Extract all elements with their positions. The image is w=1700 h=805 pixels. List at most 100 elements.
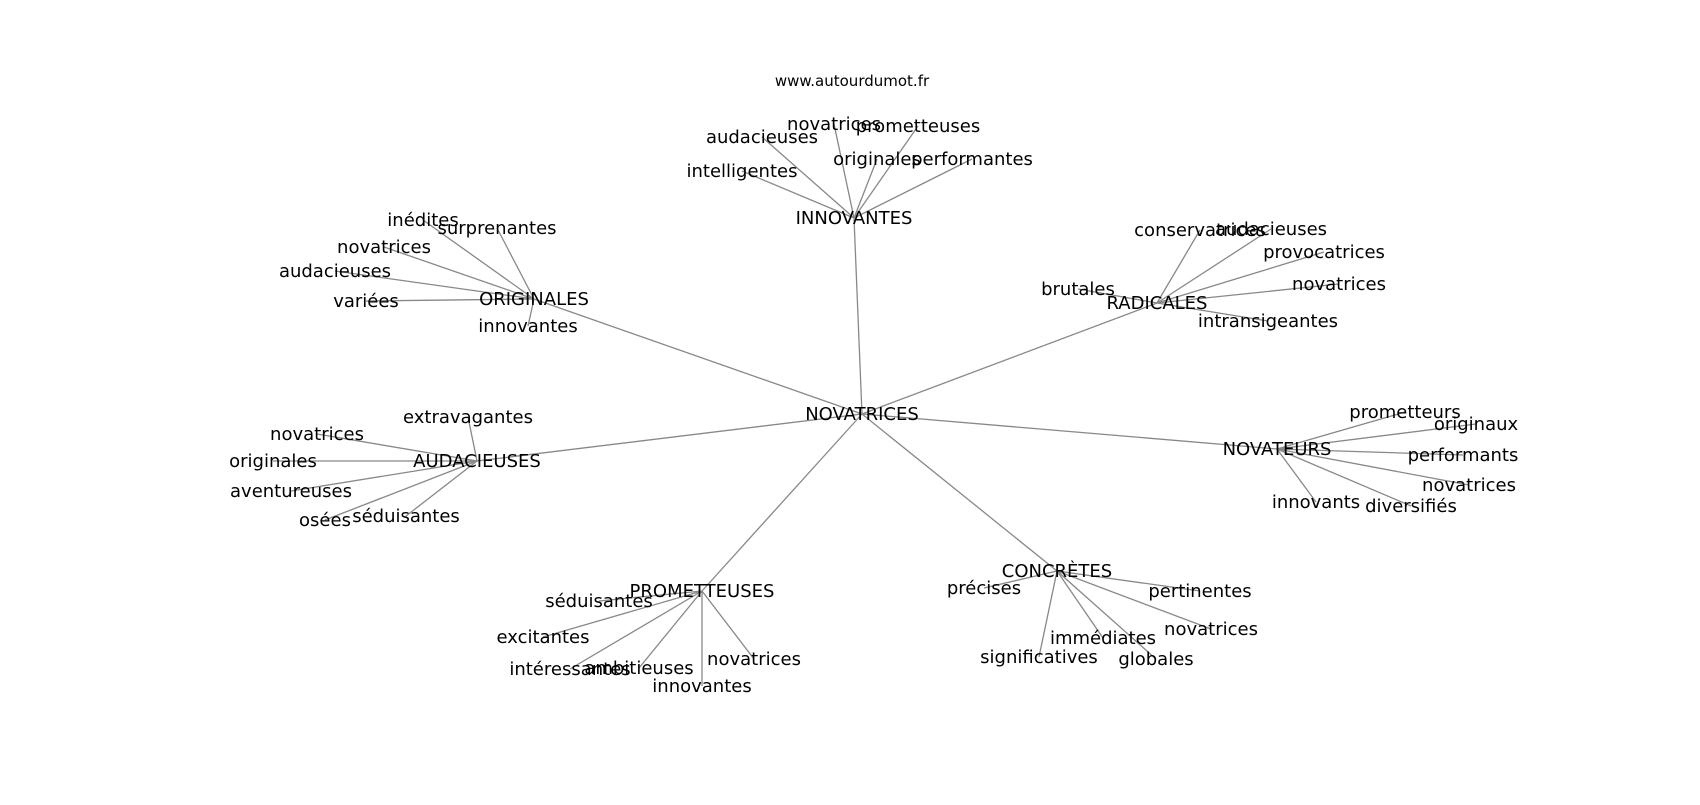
leaf-node-label: séduisantes	[352, 506, 460, 527]
leaf-node-label: osées	[299, 510, 351, 531]
edge-root-to-group	[853, 217, 863, 415]
edge-group-to-leaf	[324, 460, 478, 521]
leaf-node-label: performantes	[911, 149, 1033, 170]
group-node-label: CONCRÈTES	[1002, 560, 1112, 582]
leaf-node-label: variées	[333, 291, 399, 312]
group-node-label: NOVATEURS	[1223, 439, 1332, 460]
edge-group-to-leaf	[1056, 570, 1104, 639]
group-node-label: ORIGINALES	[479, 289, 589, 310]
edge-group-to-leaf	[1156, 229, 1201, 304]
edge-group-to-leaf	[598, 590, 703, 602]
edge-root-to-group	[533, 298, 863, 415]
edge-group-to-leaf	[833, 123, 855, 219]
edge-group-to-leaf	[983, 570, 1058, 589]
edges	[273, 123, 1477, 686]
group-node-label: PROMETTEUSES	[630, 581, 775, 602]
leaf-node-label: inédites	[387, 210, 458, 231]
edge-group-to-leaf	[405, 460, 478, 517]
leaf-node-label: globales	[1118, 649, 1193, 670]
leaf-node-label: novatrices	[707, 649, 801, 670]
leaf-node-label: audacieuses	[1215, 219, 1327, 240]
edge-group-to-leaf	[1077, 288, 1158, 304]
edge-group-to-leaf	[542, 590, 703, 638]
edge-root-to-group	[476, 413, 863, 462]
leaf-node-label: novatrices	[1164, 619, 1258, 640]
leaf-node-label: audacieuses	[279, 261, 391, 282]
edge-group-to-leaf	[334, 270, 535, 300]
edge-group-to-leaf	[761, 136, 855, 219]
edge-group-to-leaf	[1276, 448, 1464, 456]
leaf-node-label: novatrices	[787, 114, 881, 135]
edge-group-to-leaf	[1056, 570, 1157, 660]
leaf-node-label: innovants	[1272, 492, 1360, 513]
leaf-node-label: novatrices	[1422, 475, 1516, 496]
edge-group-to-leaf	[527, 298, 535, 327]
leaf-node-label: novatrices	[270, 424, 364, 445]
leaf-node-label: audacieuses	[706, 127, 818, 148]
edge-root-to-group	[861, 302, 1158, 415]
leaf-node-label: extravagantes	[403, 407, 533, 428]
leaf-node-label: pertinentes	[1148, 581, 1251, 602]
edge-group-to-leaf	[365, 298, 535, 302]
edge-group-to-leaf	[316, 433, 478, 462]
edge-root-to-group	[701, 413, 863, 592]
edge-group-to-leaf	[1156, 251, 1325, 304]
edge-group-to-leaf	[1156, 228, 1272, 304]
edge-root-to-group	[861, 413, 1278, 450]
edge-group-to-leaf	[1276, 411, 1406, 450]
edge-group-to-leaf	[467, 416, 478, 462]
edge-group-to-leaf	[1038, 570, 1058, 658]
leaf-node-label: provocatrices	[1263, 242, 1385, 263]
edge-group-to-leaf	[1156, 283, 1340, 304]
leaf-node-label: intéressantes	[509, 659, 630, 680]
edge-group-to-leaf	[1156, 302, 1269, 322]
edge-group-to-leaf	[422, 219, 535, 300]
leaf-node-label: surprenantes	[437, 218, 556, 239]
edge-group-to-leaf	[741, 170, 855, 219]
leaf-node-label: intelligentes	[687, 161, 798, 182]
leaf-node-label: intransigeantes	[1198, 311, 1338, 332]
leaf-node-label: prometteurs	[1349, 402, 1460, 423]
edge-group-to-leaf	[701, 590, 755, 660]
group-node-label: AUDACIEUSES	[413, 451, 541, 472]
node-labels: NOVATRICESINNOVANTESaudacieusesnovatrice…	[229, 114, 1518, 697]
leaf-node-label: performants	[1408, 445, 1519, 466]
source-watermark: www.autourdumot.fr	[775, 72, 930, 90]
leaf-node-label: novatrices	[1292, 274, 1386, 295]
group-node-label: RADICALES	[1107, 293, 1208, 314]
edge-group-to-leaf	[1276, 448, 1317, 503]
edge-group-to-leaf	[1276, 423, 1477, 450]
leaf-node-label: aventureuses	[230, 481, 352, 502]
edge-group-to-leaf	[1276, 448, 1412, 507]
leaf-node-label: originales	[833, 149, 921, 170]
leaf-node-label: innovantes	[478, 316, 577, 337]
leaf-node-label: significatives	[980, 647, 1098, 668]
leaf-node-label: précises	[947, 578, 1021, 599]
leaf-node-label: originales	[229, 451, 317, 472]
edge-group-to-leaf	[496, 227, 535, 300]
leaf-node-label: séduisantes	[545, 591, 653, 612]
edge-group-to-leaf	[383, 246, 535, 300]
leaf-node-label: conservatrices	[1134, 220, 1266, 241]
leaf-node-label: ambitieuses	[584, 658, 693, 679]
edge-group-to-leaf	[638, 590, 703, 669]
edge-group-to-leaf	[853, 125, 919, 219]
root-node-label: NOVATRICES	[805, 404, 919, 425]
edge-group-to-leaf	[569, 590, 703, 670]
group-node-label: INNOVANTES	[796, 208, 913, 229]
leaf-node-label: originaux	[1434, 414, 1519, 435]
leaf-node-label: novatrices	[337, 237, 431, 258]
edge-group-to-leaf	[1056, 570, 1201, 592]
leaf-node-label: excitantes	[497, 627, 590, 648]
edge-group-to-leaf	[853, 158, 973, 219]
edge-group-to-leaf	[853, 158, 878, 219]
leaf-node-label: brutales	[1041, 279, 1115, 300]
edge-group-to-leaf	[290, 460, 478, 492]
leaf-node-label: innovantes	[652, 676, 751, 697]
leaf-node-label: diversifiés	[1365, 496, 1457, 517]
edge-root-to-group	[861, 413, 1058, 572]
edge-group-to-leaf	[1276, 448, 1470, 486]
leaf-node-label: prometteuses	[856, 116, 980, 137]
